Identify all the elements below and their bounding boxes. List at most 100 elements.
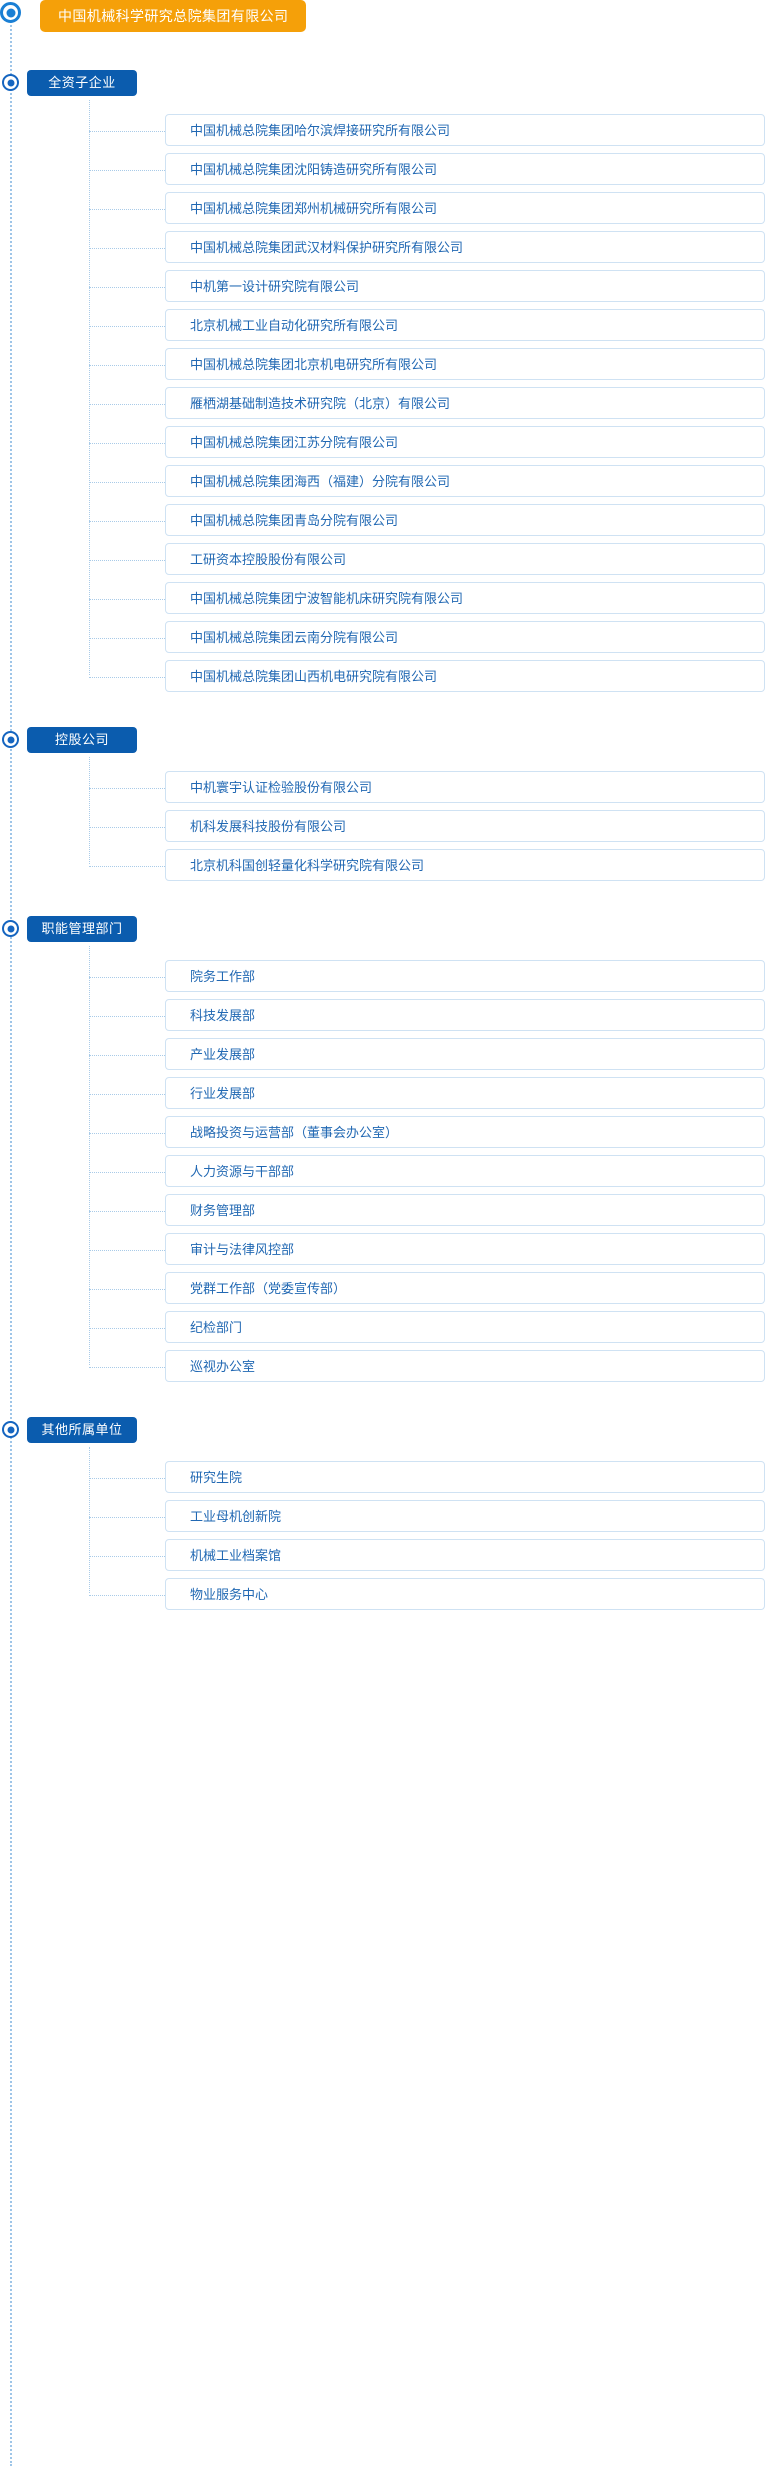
section-header-row: 控股公司 xyxy=(0,727,779,765)
branch-connector-line xyxy=(89,1055,165,1056)
list-item: 中国机械总院集团沈阳铸造研究所有限公司 xyxy=(0,151,779,190)
list-item: 中国机械总院集团宁波智能机床研究院有限公司 xyxy=(0,580,779,619)
timeline-spine xyxy=(10,14,12,2466)
list-item: 院务工作部 xyxy=(0,958,779,997)
org-unit-card[interactable]: 北京机械工业自动化研究所有限公司 xyxy=(165,309,765,341)
list-item: 中国机械总院集团云南分院有限公司 xyxy=(0,619,779,658)
list-item: 产业发展部 xyxy=(0,1036,779,1075)
section-branch: 研究生院工业母机创新院机械工业档案馆物业服务中心 xyxy=(0,1447,779,1615)
org-unit-card[interactable]: 工研资本控股股份有限公司 xyxy=(165,543,765,575)
branch-connector-line xyxy=(89,1595,165,1596)
list-item: 中国机械总院集团青岛分院有限公司 xyxy=(0,502,779,541)
list-item: 工研资本控股股份有限公司 xyxy=(0,541,779,580)
org-unit-card[interactable]: 中国机械总院集团海西（福建）分院有限公司 xyxy=(165,465,765,497)
list-item: 党群工作部（党委宣传部） xyxy=(0,1270,779,1309)
sections-host: 全资子企业中国机械总院集团哈尔滨焊接研究所有限公司中国机械总院集团沈阳铸造研究所… xyxy=(0,70,779,1615)
org-unit-card[interactable]: 中国机械总院集团武汉材料保护研究所有限公司 xyxy=(165,231,765,263)
section-chip-2[interactable]: 职能管理部门 xyxy=(27,916,137,942)
section-chip-0[interactable]: 全资子企业 xyxy=(27,70,137,96)
org-unit-card[interactable]: 战略投资与运营部（董事会办公室） xyxy=(165,1116,765,1148)
org-unit-card[interactable]: 北京机科国创轻量化科学研究院有限公司 xyxy=(165,849,765,881)
root-node-row: 中国机械科学研究总院集团有限公司 xyxy=(0,0,779,48)
org-unit-card[interactable]: 行业发展部 xyxy=(165,1077,765,1109)
section-chip-1[interactable]: 控股公司 xyxy=(27,727,137,753)
org-unit-card[interactable]: 中机第一设计研究院有限公司 xyxy=(165,270,765,302)
circle-node-marker-icon xyxy=(2,920,19,937)
org-unit-card[interactable]: 中国机械总院集团北京机电研究所有限公司 xyxy=(165,348,765,380)
list-item: 中国机械总院集团海西（福建）分院有限公司 xyxy=(0,463,779,502)
branch-connector-line xyxy=(89,1517,165,1518)
section-header-row: 职能管理部门 xyxy=(0,916,779,954)
branch-connector-line xyxy=(89,1211,165,1212)
org-unit-card[interactable]: 中国机械总院集团山西机电研究院有限公司 xyxy=(165,660,765,692)
section-branch: 中国机械总院集团哈尔滨焊接研究所有限公司中国机械总院集团沈阳铸造研究所有限公司中… xyxy=(0,100,779,697)
branch-connector-line xyxy=(89,638,165,639)
branch-connector-line xyxy=(89,248,165,249)
org-unit-card[interactable]: 中机寰宇认证检验股份有限公司 xyxy=(165,771,765,803)
org-unit-card[interactable]: 中国机械总院集团云南分院有限公司 xyxy=(165,621,765,653)
org-unit-card[interactable]: 纪检部门 xyxy=(165,1311,765,1343)
circle-root-marker-icon xyxy=(0,2,21,23)
list-item: 纪检部门 xyxy=(0,1309,779,1348)
branch-connector-line xyxy=(89,170,165,171)
root-company-chip[interactable]: 中国机械科学研究总院集团有限公司 xyxy=(40,0,307,32)
branch-connector-line xyxy=(89,788,165,789)
org-unit-card[interactable]: 工业母机创新院 xyxy=(165,1500,765,1532)
list-item: 雁栖湖基础制造技术研究院（北京）有限公司 xyxy=(0,385,779,424)
org-unit-card[interactable]: 中国机械总院集团哈尔滨焊接研究所有限公司 xyxy=(165,114,765,146)
org-unit-card[interactable]: 党群工作部（党委宣传部） xyxy=(165,1272,765,1304)
circle-node-marker-icon xyxy=(2,74,19,91)
list-item: 人力资源与干部部 xyxy=(0,1153,779,1192)
list-item: 中国机械总院集团郑州机械研究所有限公司 xyxy=(0,190,779,229)
branch-connector-line xyxy=(89,1367,165,1368)
org-unit-card[interactable]: 中国机械总院集团江苏分院有限公司 xyxy=(165,426,765,458)
list-item: 研究生院 xyxy=(0,1459,779,1498)
branch-connector-line xyxy=(89,1289,165,1290)
section-branch: 中机寰宇认证检验股份有限公司机科发展科技股份有限公司北京机科国创轻量化科学研究院… xyxy=(0,757,779,886)
list-item: 中国机械总院集团山西机电研究院有限公司 xyxy=(0,658,779,697)
org-section: 全资子企业中国机械总院集团哈尔滨焊接研究所有限公司中国机械总院集团沈阳铸造研究所… xyxy=(0,70,779,697)
list-item: 中国机械总院集团武汉材料保护研究所有限公司 xyxy=(0,229,779,268)
org-unit-card[interactable]: 巡视办公室 xyxy=(165,1350,765,1382)
org-unit-card[interactable]: 财务管理部 xyxy=(165,1194,765,1226)
org-unit-card[interactable]: 物业服务中心 xyxy=(165,1578,765,1610)
list-item: 巡视办公室 xyxy=(0,1348,779,1387)
section-header-row: 全资子企业 xyxy=(0,70,779,108)
list-item: 北京机科国创轻量化科学研究院有限公司 xyxy=(0,847,779,886)
org-unit-card[interactable]: 中国机械总院集团青岛分院有限公司 xyxy=(165,504,765,536)
org-section: 职能管理部门院务工作部科技发展部产业发展部行业发展部战略投资与运营部（董事会办公… xyxy=(0,916,779,1387)
org-unit-card[interactable]: 中国机械总院集团宁波智能机床研究院有限公司 xyxy=(165,582,765,614)
list-item: 机科发展科技股份有限公司 xyxy=(0,808,779,847)
org-unit-card[interactable]: 中国机械总院集团郑州机械研究所有限公司 xyxy=(165,192,765,224)
branch-connector-line xyxy=(89,521,165,522)
org-section: 其他所属单位研究生院工业母机创新院机械工业档案馆物业服务中心 xyxy=(0,1417,779,1615)
list-item: 中国机械总院集团江苏分院有限公司 xyxy=(0,424,779,463)
list-item: 北京机械工业自动化研究所有限公司 xyxy=(0,307,779,346)
list-item: 中国机械总院集团哈尔滨焊接研究所有限公司 xyxy=(0,112,779,151)
branch-connector-line xyxy=(89,1328,165,1329)
list-item: 战略投资与运营部（董事会办公室） xyxy=(0,1114,779,1153)
list-item: 工业母机创新院 xyxy=(0,1498,779,1537)
list-item: 中机第一设计研究院有限公司 xyxy=(0,268,779,307)
branch-connector-line xyxy=(89,1172,165,1173)
org-section: 控股公司中机寰宇认证检验股份有限公司机科发展科技股份有限公司北京机科国创轻量化科… xyxy=(0,727,779,886)
list-item: 财务管理部 xyxy=(0,1192,779,1231)
org-unit-card[interactable]: 中国机械总院集团沈阳铸造研究所有限公司 xyxy=(165,153,765,185)
org-unit-card[interactable]: 院务工作部 xyxy=(165,960,765,992)
org-unit-card[interactable]: 研究生院 xyxy=(165,1461,765,1493)
org-unit-card[interactable]: 人力资源与干部部 xyxy=(165,1155,765,1187)
branch-connector-line xyxy=(89,209,165,210)
branch-connector-line xyxy=(89,287,165,288)
org-unit-card[interactable]: 审计与法律风控部 xyxy=(165,1233,765,1265)
org-unit-card[interactable]: 产业发展部 xyxy=(165,1038,765,1070)
org-unit-card[interactable]: 雁栖湖基础制造技术研究院（北京）有限公司 xyxy=(165,387,765,419)
branch-connector-line xyxy=(89,977,165,978)
section-header-row: 其他所属单位 xyxy=(0,1417,779,1455)
org-unit-card[interactable]: 机科发展科技股份有限公司 xyxy=(165,810,765,842)
branch-connector-line xyxy=(89,365,165,366)
org-unit-card[interactable]: 机械工业档案馆 xyxy=(165,1539,765,1571)
org-unit-card[interactable]: 科技发展部 xyxy=(165,999,765,1031)
section-chip-3[interactable]: 其他所属单位 xyxy=(27,1417,137,1443)
branch-connector-line xyxy=(89,443,165,444)
branch-connector-line xyxy=(89,1250,165,1251)
